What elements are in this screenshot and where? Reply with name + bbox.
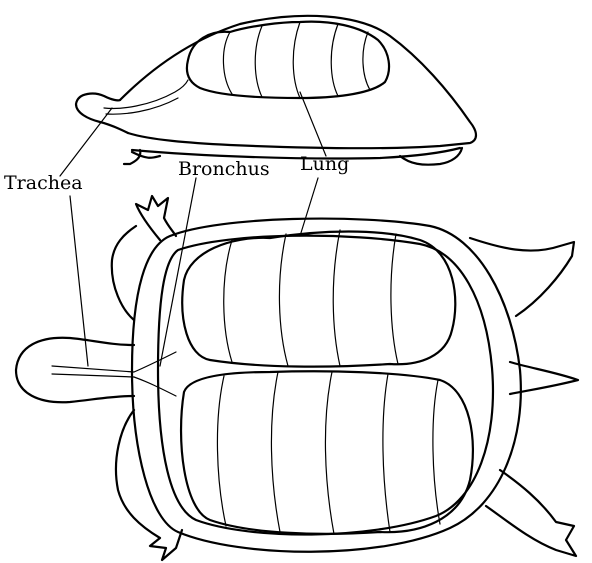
top-view-body-cavity xyxy=(158,236,493,535)
top-view-rear-flipper-upper xyxy=(470,238,574,316)
top-view-lower-lung xyxy=(181,371,473,534)
top-view-head xyxy=(16,338,134,402)
lung-leader-bottom xyxy=(300,178,318,236)
lung-label: Lung xyxy=(300,155,349,174)
side-view-lung xyxy=(187,22,389,98)
bronchus-label: Bronchus xyxy=(178,160,270,179)
side-view-shell xyxy=(120,16,476,148)
top-view-front-flipper-upper xyxy=(136,196,176,240)
trachea-leader-top xyxy=(60,108,112,176)
side-view-trachea xyxy=(104,80,188,108)
top-view-bronchi xyxy=(134,352,176,396)
side-view-plastron xyxy=(132,148,460,159)
side-view-head xyxy=(76,94,128,133)
trachea-leader-bottom xyxy=(70,196,88,366)
top-view-trachea xyxy=(52,366,134,377)
top-view-rear-flipper-lower xyxy=(486,470,576,556)
trachea-label: Trachea xyxy=(4,174,83,193)
top-view-turtle xyxy=(16,196,578,560)
side-view-turtle xyxy=(76,16,476,165)
